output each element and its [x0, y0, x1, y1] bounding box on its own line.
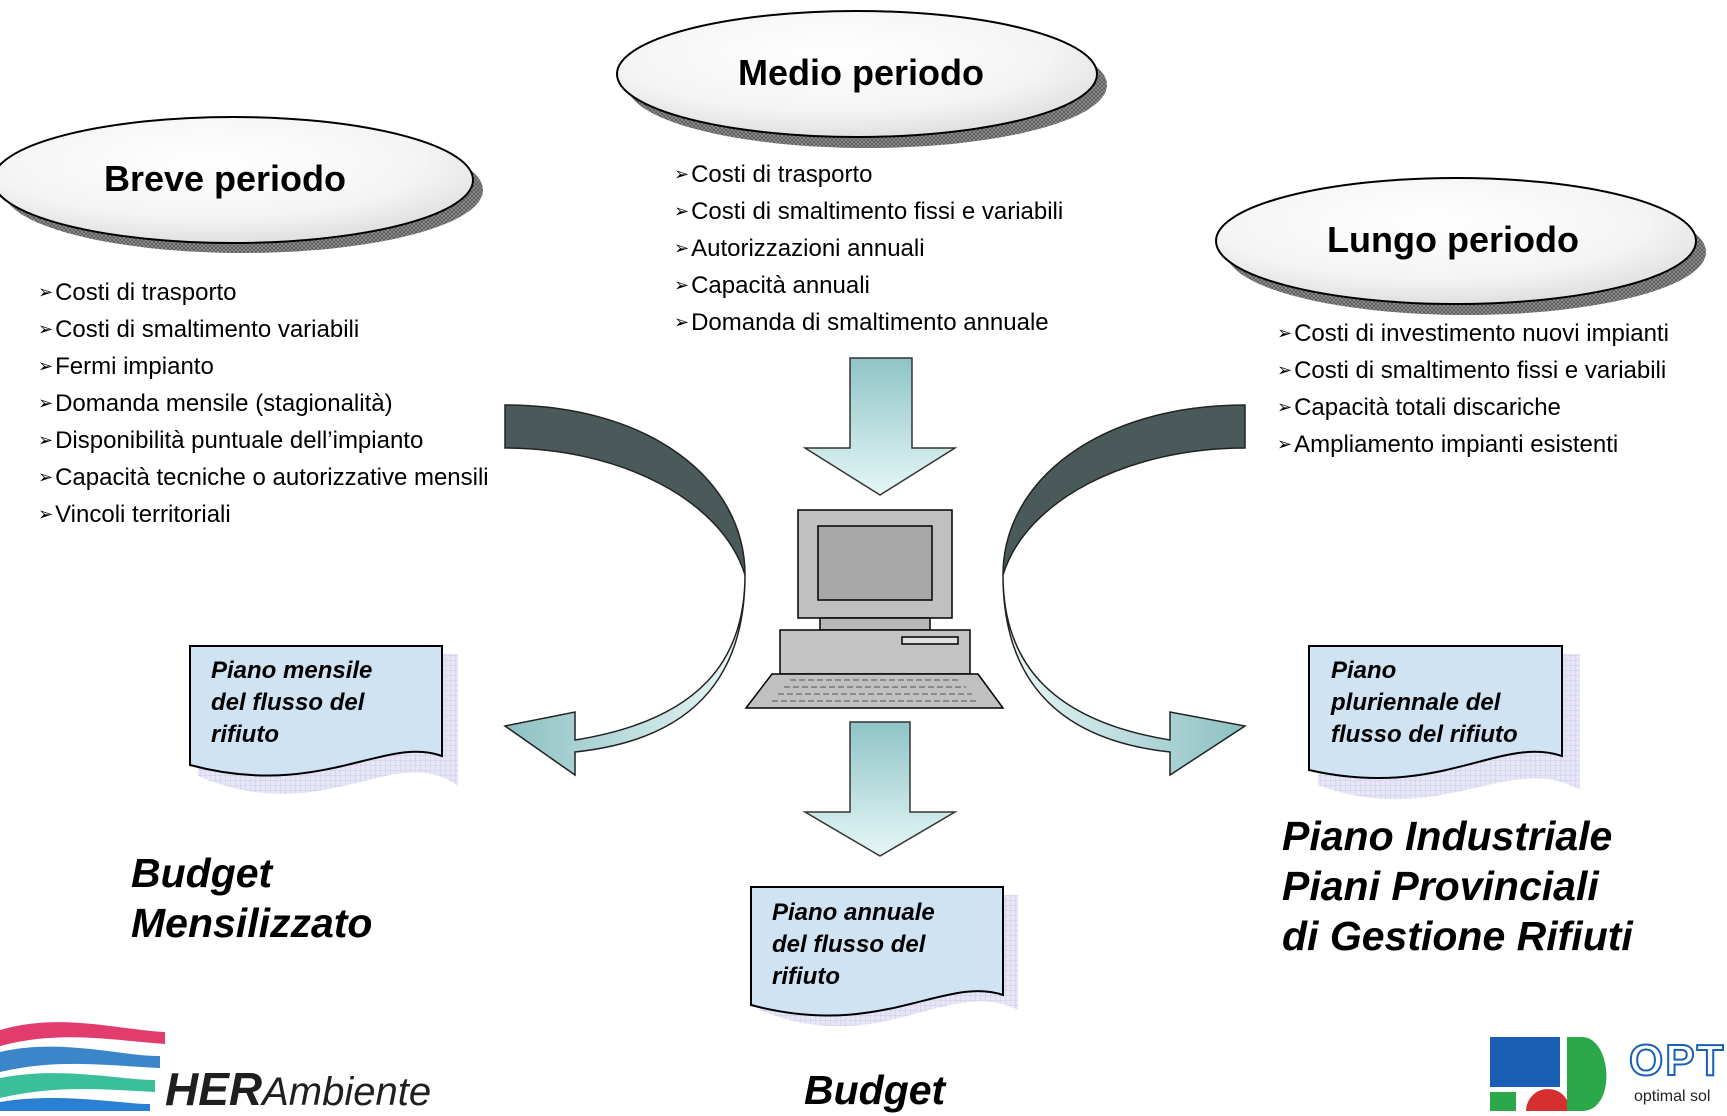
bullet-item: Domanda mensile (stagionalità) — [38, 386, 489, 423]
ellipse-medio-periodo — [616, 10, 1107, 148]
bullet-list-lungo-periodo: Costi di investimento nuovi impiantiCost… — [1277, 316, 1669, 464]
curved-arrow-left — [503, 404, 746, 777]
logo-bold-text: HER — [165, 1063, 263, 1115]
down-arrow-bottom — [802, 721, 958, 857]
bullet-item: Capacità annuali — [674, 268, 1063, 305]
bullet-item: Costi di smaltimento variabili — [38, 312, 489, 349]
bullet-item: Domanda di smaltimento annuale — [674, 305, 1063, 342]
document-annual-text: Piano annuale del flusso del rifiuto — [772, 897, 935, 993]
bullet-item: Costi di trasporto — [674, 157, 1063, 194]
down-arrow-top — [802, 357, 958, 496]
document-multiyear — [1308, 645, 1580, 800]
document-multiyear-text: Piano pluriennale del flusso del rifiuto — [1331, 655, 1518, 751]
logo-rest-text: Ambiente — [262, 1070, 432, 1114]
label-lungo-periodo: Lungo periodo — [1327, 219, 1579, 260]
doc-line: del flusso del — [772, 931, 926, 958]
bullet-item: Ampliamento impianti esistenti — [1277, 427, 1669, 464]
bullet-item: Costi di trasporto — [38, 275, 489, 312]
output-line: Piano Industriale — [1282, 813, 1613, 859]
doc-line: del flusso del — [211, 689, 365, 716]
output-line: Mensilizzato — [131, 900, 373, 946]
bullet-item: Disponibilità puntuale dell’impianto — [38, 423, 489, 460]
bullet-item: Costi di smaltimento fissi e variabili — [1277, 353, 1669, 390]
ellipse-breve-periodo — [0, 116, 483, 253]
doc-line: Piano — [1331, 657, 1397, 684]
label-medio-periodo: Medio periodo — [738, 52, 984, 93]
bullet-item: Autorizzazioni annuali — [674, 231, 1063, 268]
ellipse-lungo-periodo — [1215, 177, 1706, 315]
opt-logo-title: OPT — [1628, 1035, 1726, 1086]
document-annual — [750, 886, 1018, 1027]
output-line: Budget — [131, 850, 273, 896]
output-multiyear-label: Piano Industriale Piani Provinciali di G… — [1282, 811, 1633, 961]
bullet-list-medio-periodo: Costi di trasportoCosti di smaltimento f… — [674, 157, 1063, 342]
doc-line: Piano mensile — [211, 657, 373, 684]
label-breve-periodo: Breve periodo — [103, 158, 347, 199]
opt-logo-mark — [1490, 1037, 1607, 1111]
document-monthly — [189, 645, 458, 794]
output-line: di Gestione Rifiuti — [1282, 913, 1633, 959]
output-line: Budget — [804, 1067, 946, 1113]
doc-line: rifiuto — [211, 721, 279, 748]
curved-arrow-right — [1002, 404, 1247, 777]
doc-line: rifiuto — [772, 963, 840, 990]
herambiente-logo-mark — [0, 1022, 165, 1111]
computer-icon — [744, 509, 1005, 709]
bullet-list-breve-periodo: Costi di trasportoCosti di smaltimento v… — [38, 275, 489, 534]
bullet-item: Capacità tecniche o autorizzative mensil… — [38, 460, 489, 497]
doc-line: flusso del rifiuto — [1331, 721, 1518, 748]
bullet-item: Fermi impianto — [38, 349, 489, 386]
bullet-item: Capacità totali discariche — [1277, 390, 1669, 427]
bullet-item: Costi di investimento nuovi impianti — [1277, 316, 1669, 353]
output-monthly-label: Budget Mensilizzato — [131, 848, 372, 948]
doc-line: pluriennale del — [1331, 689, 1501, 716]
document-monthly-text: Piano mensile del flusso del rifiuto — [211, 655, 372, 751]
output-annual-label: Budget — [804, 1065, 945, 1115]
output-line: Piani Provinciali — [1282, 863, 1599, 909]
bullet-item: Vincoli territoriali — [38, 497, 489, 534]
doc-line: Piano annuale — [772, 899, 935, 926]
bullet-item: Costi di smaltimento fissi e variabili — [674, 194, 1063, 231]
opt-logo-subtitle: optimal sol — [1634, 1088, 1711, 1105]
herambiente-logo: HERAmbiente — [165, 1062, 431, 1116]
